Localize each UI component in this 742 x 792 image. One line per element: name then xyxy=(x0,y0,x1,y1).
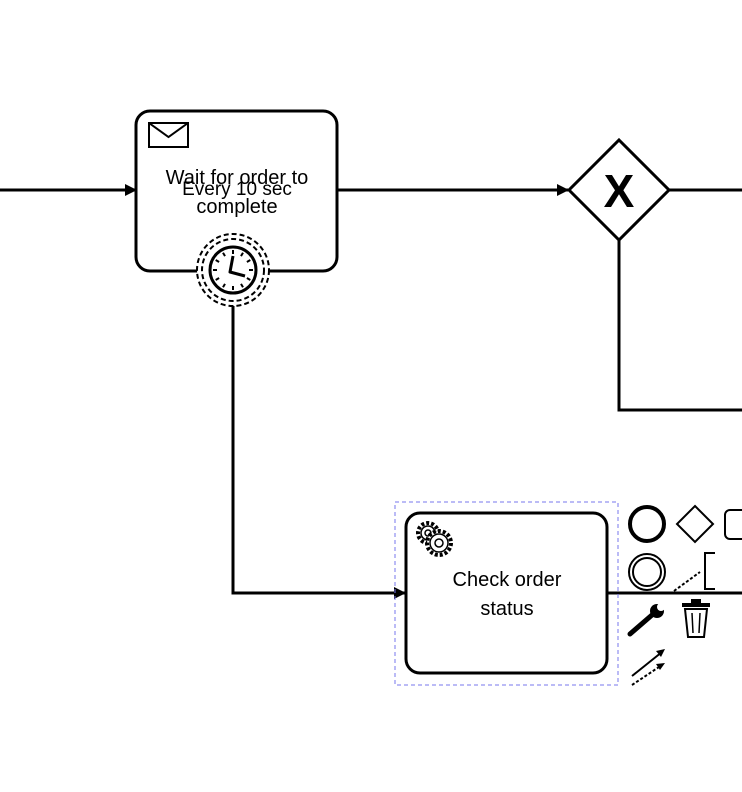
receive-task-wait-for-order[interactable]: Wait for order to complete xyxy=(134,109,339,273)
envelope-icon xyxy=(148,122,189,148)
gateway-icon xyxy=(675,504,715,544)
timer-event-label: Every 10 sec xyxy=(182,179,292,200)
gateway-marker: X xyxy=(604,165,635,217)
exclusive-gateway[interactable]: X xyxy=(566,137,672,243)
task-label-line-2: status xyxy=(480,598,533,620)
append-gateway-button[interactable] xyxy=(675,504,715,544)
clock-icon xyxy=(208,245,258,295)
boundary-timer-event[interactable] xyxy=(196,233,270,307)
intermediate-event-icon xyxy=(628,553,666,591)
append-intermediate-event-button[interactable] xyxy=(628,553,666,591)
sequence-flow-gateway-out-down[interactable] xyxy=(617,240,742,412)
service-task-check-order-status[interactable]: Check order status xyxy=(404,511,609,675)
task-label-line-2: complete xyxy=(196,196,277,218)
end-event-icon xyxy=(628,505,666,543)
wrench-icon xyxy=(627,603,665,637)
append-task-button[interactable] xyxy=(724,509,742,540)
sequence-flow-timer-to-check[interactable] xyxy=(231,306,406,599)
connect-icon xyxy=(631,649,665,686)
context-pad xyxy=(627,504,742,686)
change-type-button[interactable] xyxy=(627,603,665,637)
task-label-line-1: Check order xyxy=(453,569,562,591)
connect-button[interactable] xyxy=(631,649,665,686)
trash-icon xyxy=(682,599,710,638)
append-text-annotation-button[interactable] xyxy=(673,552,715,592)
append-end-event-button[interactable] xyxy=(628,505,666,543)
delete-button[interactable] xyxy=(682,599,710,638)
task-icon xyxy=(724,509,742,540)
task-label-line-1: Wait for order to xyxy=(166,167,309,189)
gears-icon xyxy=(416,521,453,557)
text-annotation-icon xyxy=(673,552,715,592)
